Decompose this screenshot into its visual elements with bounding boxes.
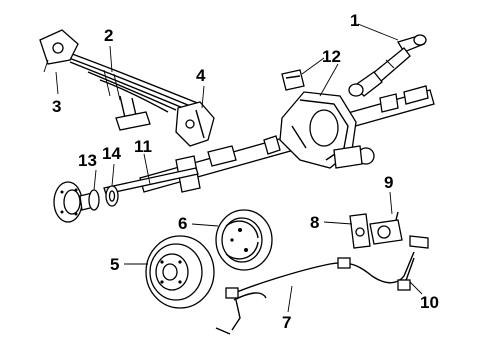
leader-lines	[55, 23, 423, 313]
spring-hanger-bracket	[39, 29, 79, 73]
axle-bearing	[88, 189, 100, 211]
differential-carrier	[279, 91, 375, 169]
callout-2: 2	[104, 26, 113, 45]
brake-line-fitting	[397, 235, 429, 291]
callout-5: 5	[110, 255, 119, 274]
callout-10: 10	[420, 293, 439, 312]
callout-4: 4	[196, 66, 206, 85]
callout-9: 9	[384, 173, 393, 192]
axle-seal	[105, 185, 119, 207]
callout-13: 13	[78, 151, 97, 170]
spring-shackle	[115, 95, 215, 147]
brake-backing-plate	[215, 209, 273, 271]
callout-8: 8	[310, 213, 319, 232]
callout-7: 7	[282, 313, 291, 332]
wheel-cylinder	[369, 211, 403, 245]
brake-drum	[145, 235, 215, 309]
callout-12: 12	[322, 47, 341, 66]
callout-6: 6	[178, 214, 187, 233]
callout-3: 3	[52, 97, 61, 116]
axle-shaft	[103, 167, 199, 195]
callout-11: 11	[134, 137, 152, 156]
shock-absorber	[348, 34, 427, 97]
callout-14: 14	[102, 144, 121, 163]
bump-stop-bracket	[281, 69, 305, 91]
callout-1: 1	[350, 11, 359, 30]
brake-hose	[215, 251, 415, 335]
wheel-cylinder-bracket	[349, 213, 371, 249]
